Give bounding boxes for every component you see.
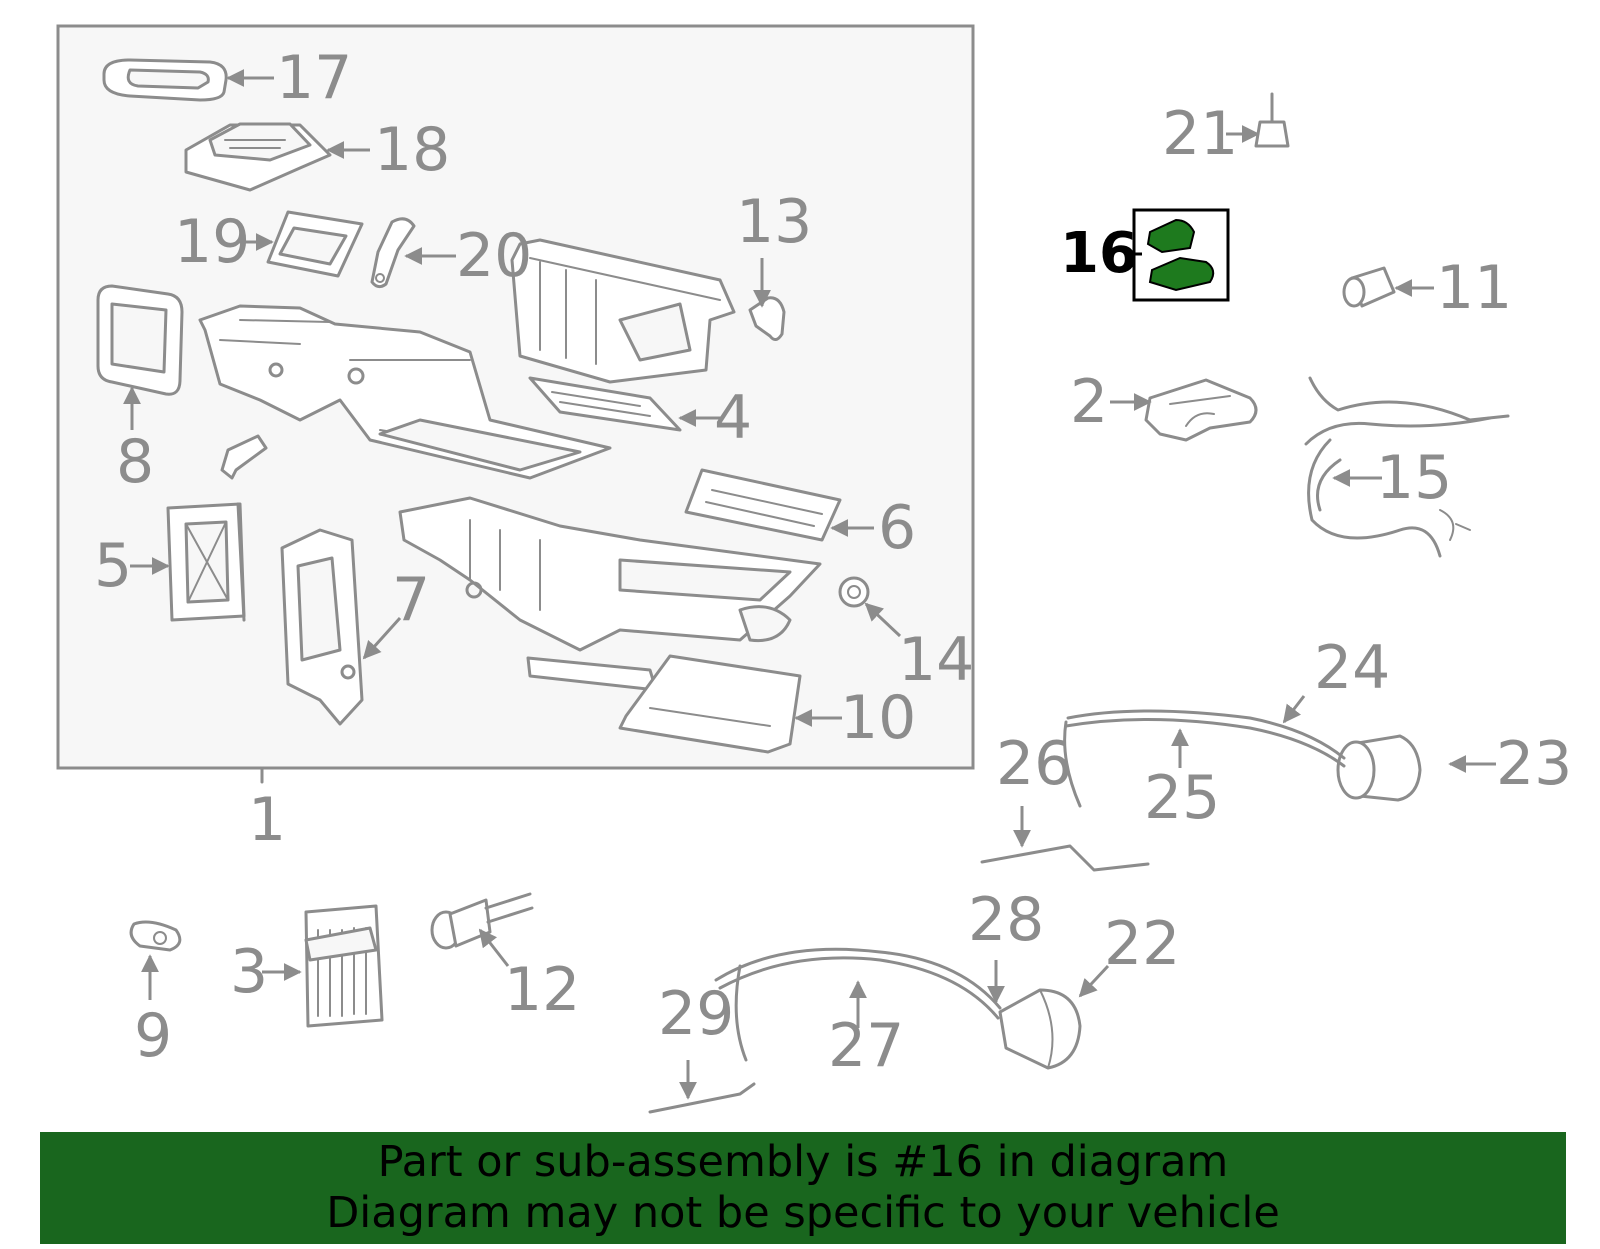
- callout-18: 18: [374, 115, 450, 185]
- callout-13: 13: [736, 187, 812, 257]
- part-9-grommet[interactable]: [129, 920, 182, 952]
- callout-16: 16: [1060, 221, 1138, 286]
- callout-1: 1: [248, 785, 286, 855]
- callout-2: 2: [1070, 367, 1108, 437]
- callout-14: 14: [898, 625, 974, 695]
- callout-8: 8: [116, 427, 154, 497]
- blower-housing: [510, 238, 736, 384]
- part-12-valve[interactable]: [430, 892, 534, 950]
- part-18-housing-cover[interactable]: [184, 122, 332, 192]
- part-5-filter[interactable]: [166, 502, 246, 622]
- callout-24: 24: [1314, 633, 1390, 703]
- small-bracket: [220, 434, 268, 480]
- part-20-lever[interactable]: [370, 217, 416, 289]
- callout-15: 15: [1376, 443, 1452, 513]
- callout-9: 9: [134, 1001, 172, 1071]
- part-13-clip[interactable]: [748, 296, 786, 341]
- callout-5: 5: [94, 531, 132, 601]
- part-27-lines[interactable]: [714, 947, 1002, 1062]
- part-4-grille[interactable]: [528, 376, 682, 432]
- part-16-highlighted[interactable]: [1132, 208, 1230, 302]
- part-6-grille[interactable]: [684, 468, 842, 542]
- part-3-heater-core[interactable]: [304, 904, 384, 1028]
- part-2-bracket[interactable]: [1144, 378, 1258, 442]
- part-14-actuator[interactable]: [838, 576, 870, 608]
- callout-22: 22: [1104, 909, 1180, 979]
- part-10-cover[interactable]: [526, 654, 802, 754]
- callout-19: 19: [174, 207, 250, 277]
- part-17-gasket[interactable]: [102, 58, 228, 102]
- callout-3: 3: [230, 937, 268, 1007]
- info-banner: Part or sub-assembly is #16 in diagram D…: [40, 1132, 1566, 1244]
- callout-26: 26: [996, 729, 1072, 799]
- callout-29: 29: [658, 979, 734, 1049]
- callout-20: 20: [456, 221, 532, 291]
- upper-case: [198, 304, 612, 480]
- lower-case: [398, 496, 822, 652]
- assembly-frame: [56, 24, 975, 770]
- part-22-canister[interactable]: [998, 988, 1082, 1070]
- part-15-harness[interactable]: [1304, 376, 1510, 558]
- part-11-sensor[interactable]: [1342, 266, 1396, 308]
- callout-23: 23: [1496, 729, 1572, 799]
- banner-line-2: Diagram may not be specific to your vehi…: [326, 1188, 1280, 1238]
- part-19-door[interactable]: [266, 210, 364, 278]
- callout-11: 11: [1436, 253, 1512, 323]
- callout-7: 7: [392, 565, 430, 635]
- part-21-bolt[interactable]: [1254, 92, 1290, 148]
- callout-21: 21: [1162, 99, 1238, 169]
- banner-line-1: Part or sub-assembly is #16 in diagram: [377, 1137, 1229, 1187]
- part-29-line[interactable]: [648, 1082, 756, 1114]
- callout-12: 12: [504, 955, 580, 1025]
- part-26-line[interactable]: [980, 844, 1150, 872]
- callout-25: 25: [1144, 763, 1220, 833]
- part-8-gasket[interactable]: [96, 284, 184, 396]
- callout-28: 28: [968, 885, 1044, 955]
- callout-6: 6: [878, 493, 916, 563]
- part-7-plate[interactable]: [280, 528, 364, 726]
- part-24-25-lines[interactable]: [1063, 709, 1346, 808]
- callout-17: 17: [276, 43, 352, 113]
- callout-27: 27: [828, 1011, 904, 1081]
- part-23-canister[interactable]: [1336, 734, 1422, 802]
- callout-10: 10: [840, 683, 916, 753]
- callout-4: 4: [714, 383, 752, 453]
